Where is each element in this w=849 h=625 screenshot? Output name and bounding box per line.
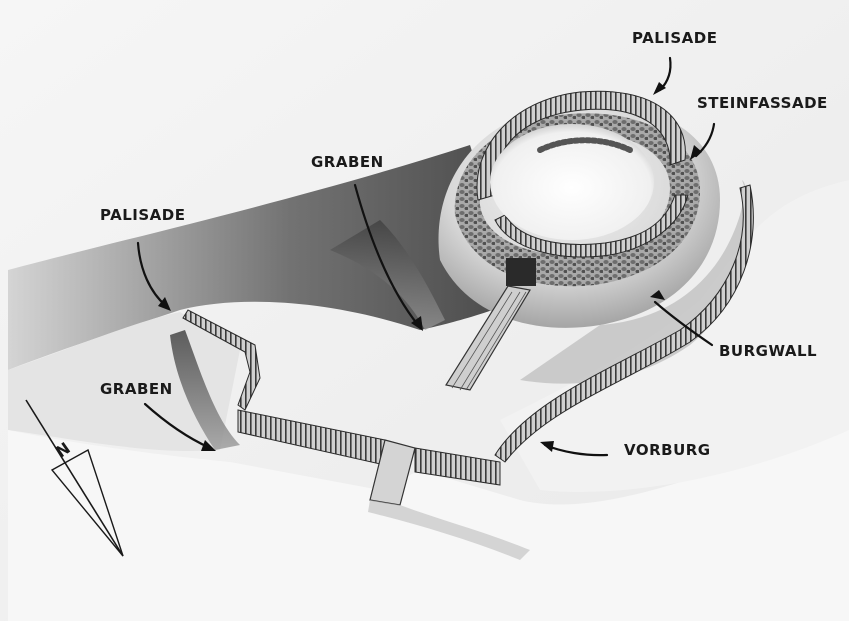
label-burgwall: BURGWALL (719, 342, 817, 360)
label-steinfassade: STEINFASSADE (697, 94, 828, 112)
label-palisade-top: PALISADE (632, 29, 717, 47)
motte-gate (506, 258, 536, 286)
label-vorburg: VORBURG (624, 441, 711, 459)
label-graben-left: GRABEN (100, 380, 173, 398)
label-graben-center: GRABEN (311, 153, 384, 171)
label-palisade-left: PALISADE (100, 206, 185, 224)
